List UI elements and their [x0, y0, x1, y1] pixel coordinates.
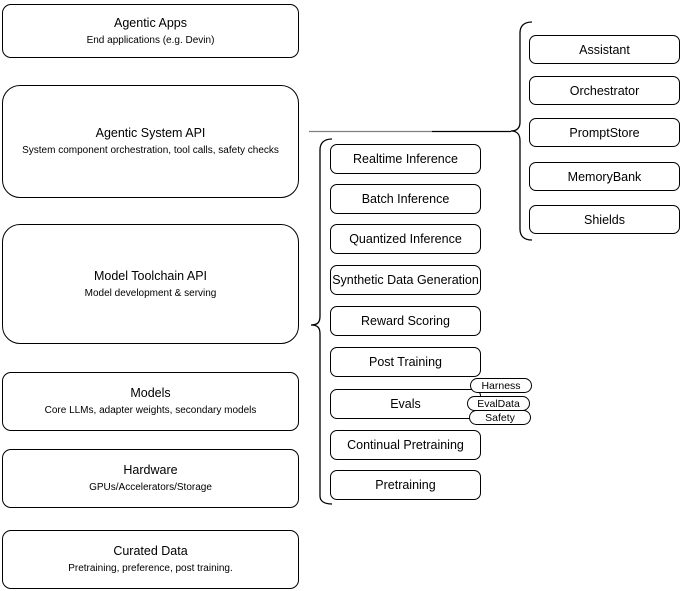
layer-curated-data: Curated Data Pretraining, preference, po… [2, 530, 299, 589]
component-quantized-inference: Quantized Inference [330, 224, 481, 254]
layer-agentic-system-api: Agentic System API System component orch… [2, 85, 299, 198]
layer-title: Curated Data [113, 544, 188, 558]
component-batch-inference: Batch Inference [330, 184, 481, 214]
layer-models: Models Core LLMs, adapter weights, secon… [2, 372, 299, 431]
layer-model-toolchain-api: Model Toolchain API Model development & … [2, 224, 299, 344]
layer-title: Model Toolchain API [93, 268, 208, 283]
layer-agentic-apps: Agentic Apps End applications (e.g. Devi… [2, 4, 299, 58]
layer-subtitle: System component orchestration, tool cal… [22, 145, 279, 156]
component-orchestrator: Orchestrator [529, 76, 680, 105]
layer-subtitle: End applications (e.g. Devin) [86, 34, 215, 46]
component-promptstore: PromptStore [529, 118, 680, 147]
component-post-training: Post Training [330, 347, 481, 377]
component-reward-scoring: Reward Scoring [330, 306, 481, 336]
layer-subtitle: Model development & serving [84, 287, 217, 299]
eval-tag-safety: Safety [469, 410, 531, 425]
component-memorybank: MemoryBank [529, 162, 680, 191]
system-group-brace [510, 21, 533, 241]
layer-title: Hardware [123, 463, 178, 477]
component-assistant: Assistant [529, 35, 680, 64]
layer-subtitle: GPUs/Accelerators/Storage [89, 482, 212, 493]
layer-subtitle: Core LLMs, adapter weights, secondary mo… [44, 405, 257, 416]
component-evals: Evals [330, 389, 481, 419]
layer-title: Agentic System API [95, 126, 206, 140]
layer-subtitle: Pretraining, preference, post training. [68, 563, 233, 574]
component-synthetic-data-generation: Synthetic Data Generation [330, 265, 481, 295]
layer-title: Agentic Apps [114, 15, 187, 30]
component-realtime-inference: Realtime Inference [330, 144, 481, 174]
eval-tag-evaldata: EvalData [467, 396, 530, 411]
component-continual-pretraining: Continual Pretraining [330, 430, 481, 460]
layer-hardware: Hardware GPUs/Accelerators/Storage [2, 449, 299, 508]
eval-tag-harness: Harness [470, 378, 532, 393]
component-shields: Shields [529, 205, 680, 234]
component-pretraining: Pretraining [330, 470, 481, 500]
layer-title: Models [130, 386, 171, 400]
toolchain-group-brace [310, 138, 333, 505]
